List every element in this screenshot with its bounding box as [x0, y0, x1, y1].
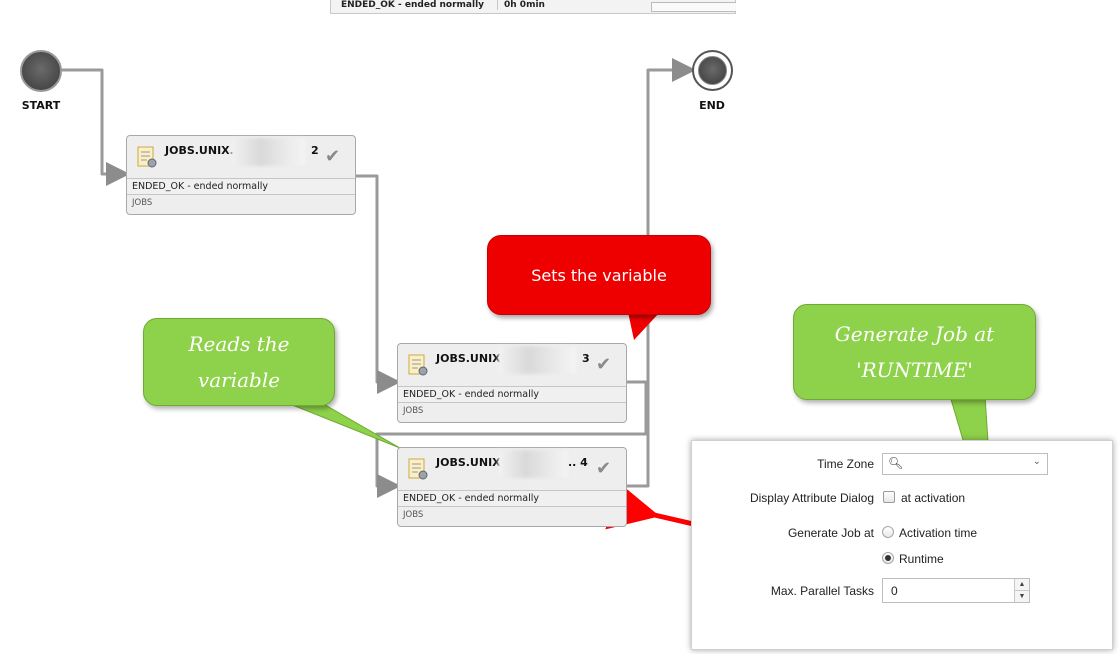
spinner-down-icon[interactable]: ▼ — [1015, 591, 1029, 602]
chevron-down-icon[interactable]: ⌄ — [1032, 456, 1041, 467]
callout-generate-runtime: Generate Job at 'RUNTIME' — [793, 304, 1036, 400]
end-label: END — [699, 99, 725, 112]
top-duration-text: 0h 0min — [497, 0, 545, 10]
redacted-area — [498, 346, 576, 374]
generate-job-label: Generate Job at — [787, 526, 874, 540]
callout-generate-line2: 'RUNTIME' — [856, 358, 973, 382]
callout-sets-text: Sets the variable — [531, 265, 667, 285]
top-progress-bar — [651, 2, 736, 12]
spinner-up-icon[interactable]: ▲ — [1015, 579, 1029, 591]
at-activation-label[interactable]: at activation — [901, 491, 966, 505]
max-parallel-value[interactable]: 0 — [891, 584, 898, 598]
redacted-area — [231, 138, 305, 166]
max-parallel-label: Max. Parallel Tasks — [770, 584, 874, 598]
job-title: JOBS.UNIX. — [165, 144, 234, 157]
runtime-radio[interactable] — [882, 552, 894, 564]
job-icon — [408, 354, 428, 376]
time-zone-select[interactable]: 🔍︎ ⌄ — [882, 453, 1048, 475]
job-box-3[interactable]: JOBS.UNIX 3 ✔ ENDED_OK - ended normally … — [397, 343, 627, 423]
at-activation-checkbox[interactable] — [883, 491, 895, 503]
search-icon: 🔍︎ — [888, 456, 904, 470]
job-number: 2 — [311, 144, 319, 157]
redacted-area — [498, 450, 568, 478]
checkmark-icon: ✔ — [596, 354, 612, 375]
checkmark-icon: ✔ — [325, 146, 341, 167]
job-box-2[interactable]: JOBS.UNIX. 2 ✔ ENDED_OK - ended normally… — [126, 135, 356, 215]
checkmark-icon: ✔ — [596, 458, 612, 479]
display-attribute-label: Display Attribute Dialog — [749, 491, 874, 505]
callout-generate-line1: Generate Job at — [834, 322, 995, 346]
top-status-text: ENDED_OK - ended normally — [341, 0, 485, 10]
time-zone-label: Time Zone — [817, 457, 874, 471]
start-node[interactable] — [20, 50, 62, 92]
job-status: ENDED_OK - ended normally — [398, 386, 626, 403]
runtime-label[interactable]: Runtime — [899, 552, 944, 566]
job-icon — [137, 146, 157, 168]
job-number: .. 4 — [568, 456, 588, 469]
job-status: ENDED_OK - ended normally — [127, 178, 355, 195]
job-title: JOBS.UNIX — [436, 456, 501, 469]
job-title: JOBS.UNIX — [436, 352, 501, 365]
max-parallel-spinner[interactable]: 0 ▲ ▼ — [882, 578, 1030, 603]
start-label: START — [21, 99, 61, 112]
job-status: ENDED_OK - ended normally — [398, 490, 626, 507]
job-folder: JOBS — [132, 198, 153, 208]
callout-reads-line1: Reads the — [188, 332, 290, 356]
callout-reads-line2: variable — [197, 368, 281, 392]
settings-panel: Time Zone 🔍︎ ⌄ Display Attribute Dialog … — [691, 440, 1113, 650]
job-folder: JOBS — [403, 406, 424, 416]
job-icon — [408, 458, 428, 480]
job-box-4[interactable]: JOBS.UNIX .. 4 ✔ ENDED_OK - ended normal… — [397, 447, 627, 527]
top-status-strip: ENDED_OK - ended normally 0h 0min — [330, 0, 736, 14]
activation-time-label[interactable]: Activation time — [899, 526, 978, 540]
job-folder: JOBS — [403, 510, 424, 520]
activation-time-radio[interactable] — [882, 526, 894, 538]
callout-sets-variable: Sets the variable — [487, 235, 711, 315]
job-number: 3 — [582, 352, 590, 365]
end-node[interactable] — [692, 50, 733, 91]
callout-reads-variable: Reads the variable — [143, 318, 335, 406]
